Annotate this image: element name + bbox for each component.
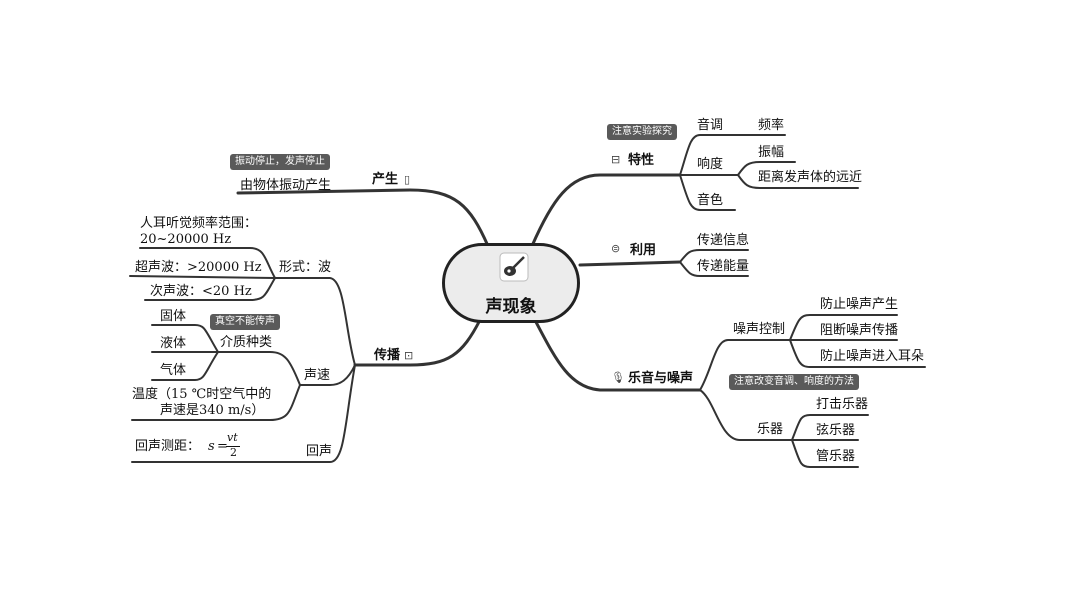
instruments-label[interactable]: 乐器 (757, 422, 784, 437)
loudness-item[interactable]: 响度 (697, 157, 724, 172)
connector-root-produce (236, 188, 490, 248)
connector-speed-temp (131, 384, 301, 421)
connector-prop-speed (299, 364, 356, 386)
microphone-icon: 🎙 (611, 371, 625, 384)
connector-noise-1 (789, 314, 898, 341)
pitch-item[interactable]: 音调 (697, 118, 724, 133)
connector-root-propagation (353, 318, 482, 367)
connector-char-pitch (679, 134, 741, 176)
connector-noise-3 (789, 339, 926, 368)
instrument-item-2[interactable]: 弦乐器 (816, 423, 856, 438)
speed-label[interactable]: 声速 (304, 368, 331, 383)
connector-root-characteristics (530, 173, 682, 248)
connector-form-infra (144, 277, 276, 301)
usage-energy[interactable]: 传递能量 (697, 259, 750, 274)
connector-music-noise (699, 339, 791, 391)
connector-music-inst (699, 389, 793, 441)
connector-usage-info (679, 249, 749, 263)
branch-characteristics-title[interactable]: 特性 (628, 153, 655, 168)
hearing-range-label[interactable]: 人耳听觉频率范围： (140, 216, 258, 231)
medium-liquid[interactable]: 液体 (160, 336, 187, 351)
connector-medium-solid (151, 324, 219, 353)
connector-root-usage (578, 260, 682, 267)
vibration-icon: ▯ (404, 173, 411, 186)
echo-formula-denominator: 2 (230, 446, 237, 459)
form-label[interactable]: 形式：波 (279, 260, 332, 275)
echo-formula-eq: = (217, 439, 228, 454)
temperature-item[interactable]: 温度（15 ℃时空气中的 (132, 387, 272, 402)
connector-loud-dist (737, 174, 859, 189)
connector-root-music (534, 320, 702, 392)
characteristics-note-tag: 注意实验探究 (607, 124, 677, 140)
connector-medium-gas (151, 351, 219, 381)
echo-formula-var: s (208, 439, 215, 454)
produce-note-tag: 振动停止，发声停止 (230, 154, 330, 170)
echo-formula-bar (226, 446, 240, 447)
timbre-item[interactable]: 音色 (697, 193, 724, 208)
connector-usage-energy (679, 261, 749, 277)
loudness-amplitude[interactable]: 振幅 (758, 145, 785, 160)
infrasonic-item[interactable]: 次声波：<20 Hz (150, 284, 252, 299)
connector-inst-3 (791, 439, 859, 468)
connector-char-timbre (679, 174, 736, 211)
branch-propagation-title[interactable]: 传播 (374, 348, 401, 363)
echo-formula-numerator: vt (227, 431, 238, 444)
connector-inst-1 (791, 414, 869, 441)
root-title: 声现象 (485, 297, 537, 317)
branch-usage-title[interactable]: 利用 (630, 243, 657, 258)
noise-control-item-1[interactable]: 防止噪声产生 (820, 297, 899, 312)
connector-prop-echo (299, 364, 356, 463)
noise-control-label[interactable]: 噪声控制 (733, 322, 786, 337)
echo-formula-prefix: 回声测距： (135, 439, 201, 454)
temperature-item-2: 声速是340 m/s） (160, 403, 265, 418)
noise-control-item-2[interactable]: 阻断噪声传播 (820, 323, 899, 338)
connector-prop-form (274, 277, 356, 366)
connector-loud-amp (737, 161, 796, 176)
wave-box-icon: ⊡ (404, 349, 414, 362)
noise-control-item-3[interactable]: 防止噪声进入耳朵 (820, 349, 925, 364)
medium-solid[interactable]: 固体 (160, 309, 187, 324)
medium-label[interactable]: 介质种类 (220, 335, 273, 350)
layers-icon: ⊜ (611, 242, 621, 255)
medium-note-tag: 真空不能传声 (210, 314, 280, 330)
connector-form-ultra (129, 275, 276, 279)
connector-form-hearing (139, 247, 276, 279)
medium-gas[interactable]: 气体 (160, 363, 187, 378)
connector-speed-medium (217, 351, 301, 386)
branch-music-title[interactable]: 乐音与噪声 (628, 371, 694, 386)
guitar-icon (499, 252, 529, 282)
produce-item[interactable]: 由物体振动产生 (240, 178, 332, 193)
root-node[interactable]: 声现象 (442, 243, 580, 323)
instruments-note-tag: 注意改变音调、响度的方法 (729, 374, 859, 390)
instrument-item-1[interactable]: 打击乐器 (816, 397, 869, 412)
pitch-frequency[interactable]: 频率 (758, 118, 785, 133)
tag-icon: ⊟ (611, 153, 621, 166)
usage-info[interactable]: 传递信息 (697, 233, 750, 248)
instrument-item-3[interactable]: 管乐器 (816, 449, 856, 464)
loudness-distance[interactable]: 距离发声体的远近 (758, 170, 863, 185)
branch-produce-title[interactable]: 产生 (372, 172, 399, 187)
echo-label[interactable]: 回声 (306, 444, 333, 459)
ultrasonic-item[interactable]: 超声波：>20000 Hz (135, 260, 262, 275)
hearing-range-value: 20~20000 Hz (140, 232, 232, 247)
